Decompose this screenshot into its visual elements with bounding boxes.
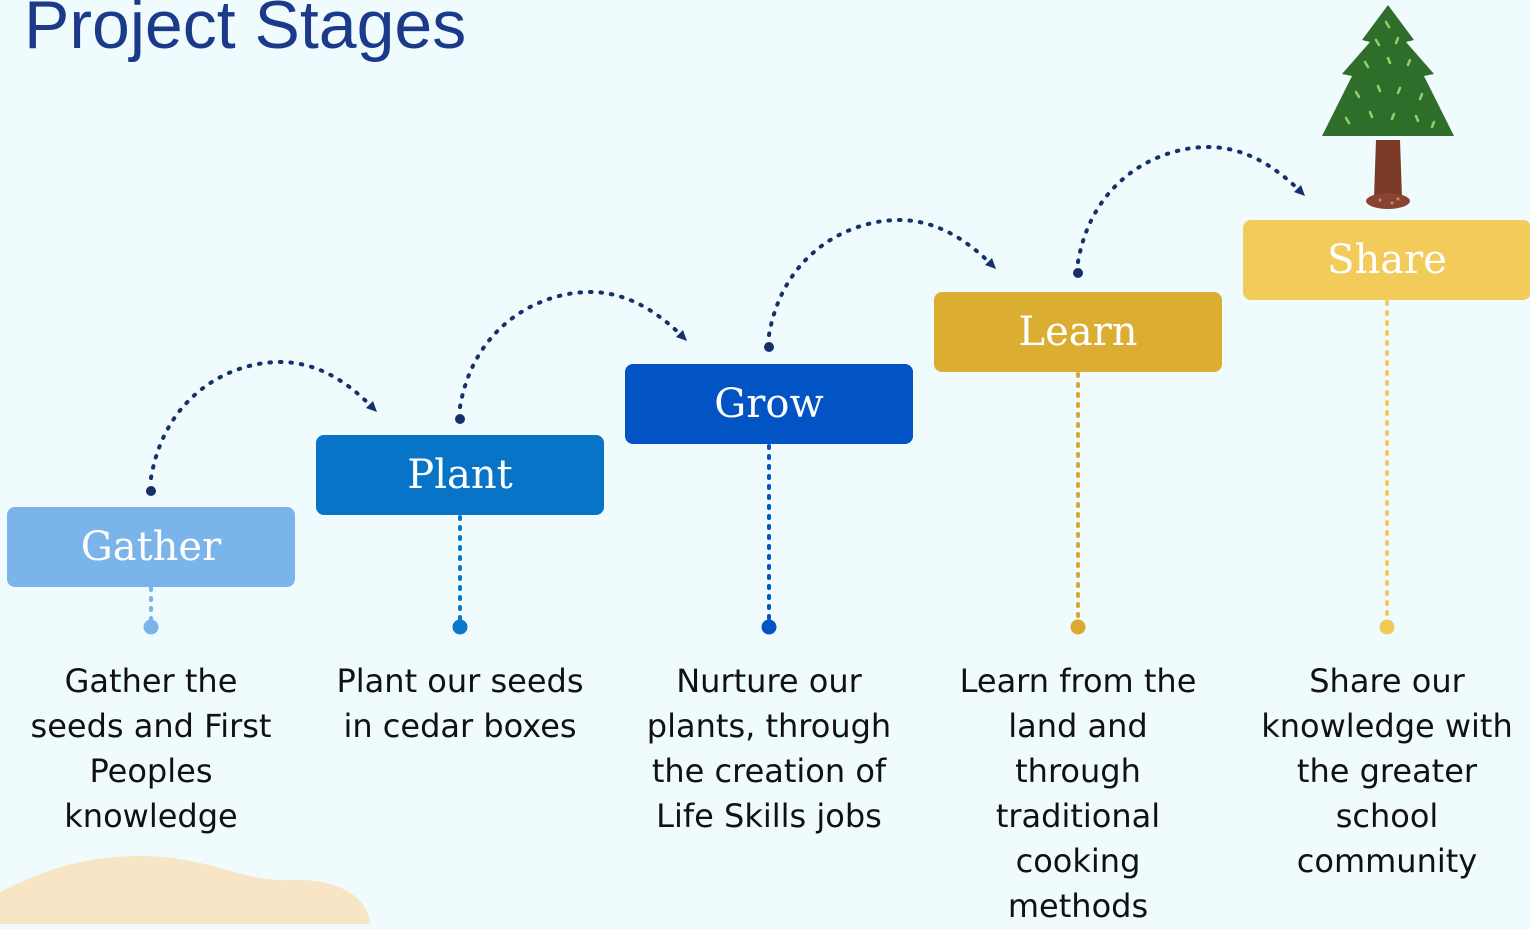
stage-label-grow: Grow [714,381,824,427]
arc-start-dot-grow [764,342,774,352]
stage-box-grow: Grow [625,364,913,444]
arrowhead-share [1294,185,1305,196]
arc-plant-grow [458,289,682,409]
stage-description-share: Share our knowledge with the greater sch… [1261,662,1513,880]
dot-share [1379,619,1395,635]
dot-plant [452,619,468,635]
stage-label-gather: Gather [80,524,222,570]
stage-box-gather: Gather [7,507,295,587]
arc-start-dot-learn [1073,268,1083,278]
arc-start-dot-plant [455,414,465,424]
arrowhead-grow [676,330,687,341]
stage-description-gather: Gather the seeds and First Peoples knowl… [30,662,272,835]
stage-label-share: Share [1327,237,1447,283]
arc-learn-share [1076,144,1300,264]
dot-gather [143,619,159,635]
dot-grow [761,619,777,635]
dot-learn [1070,619,1086,635]
arc-gather-plant [149,359,372,480]
tree-icon [1322,5,1454,209]
stage-box-learn: Learn [934,292,1222,372]
stage-box-share: Share [1243,220,1530,300]
stage-box-plant: Plant [316,435,604,515]
arc-grow-learn [767,217,991,337]
stage-description-learn: Learn from the land and through traditio… [959,662,1197,925]
arc-start-dot-gather [146,486,156,496]
stage-label-plant: Plant [407,452,513,498]
arrowhead-learn [985,258,996,269]
page-title: Project Stages [24,0,467,63]
arrowhead-plant [366,401,377,412]
stage-description-plant: Plant our seeds in cedar boxes [336,662,584,745]
stage-description-grow: Nurture our plants, through the creation… [646,662,892,835]
stage-label-learn: Learn [1018,309,1138,355]
